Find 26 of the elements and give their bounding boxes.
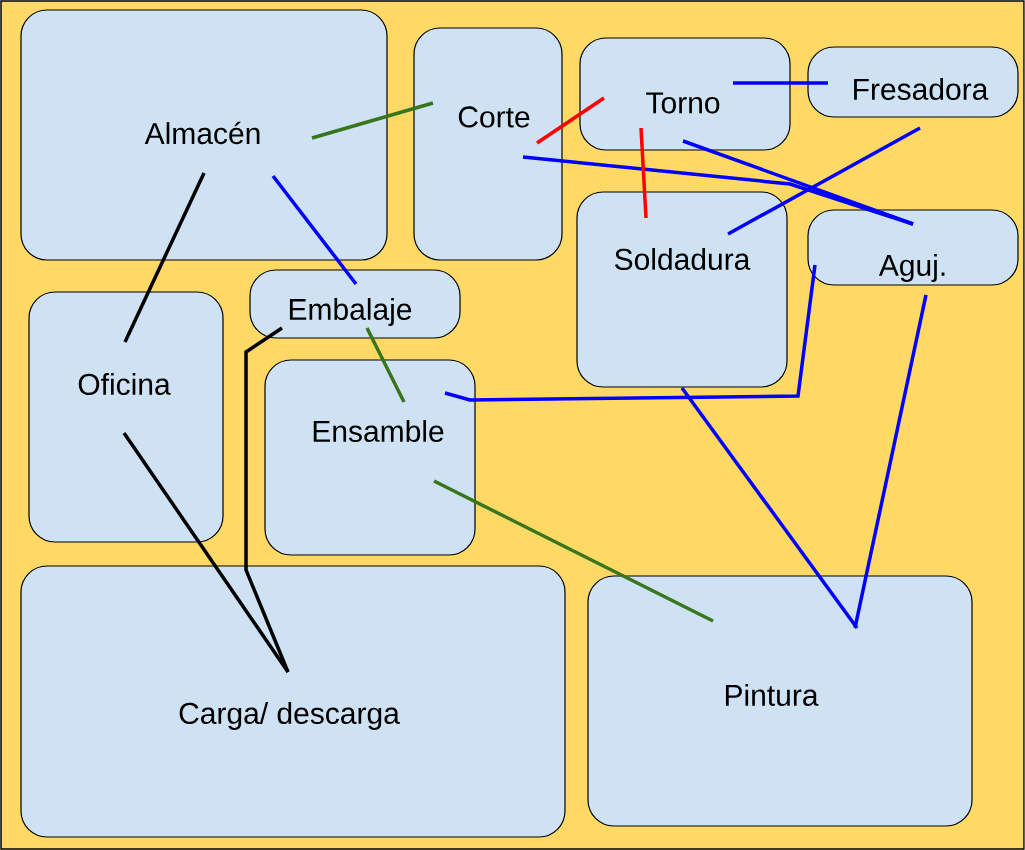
area-box: Fresadora: [807, 46, 1019, 118]
connection-line: [680, 386, 859, 630]
connection-line: [733, 81, 828, 85]
connection-line: [123, 172, 206, 343]
connection-line: [727, 126, 921, 236]
area-box: Pintura: [587, 575, 973, 827]
connection-line: [682, 139, 914, 226]
connection-line: [271, 174, 358, 286]
area-box: Ensamble: [264, 359, 476, 556]
area-box: Embalaje: [249, 269, 461, 339]
area-box: Soldadura: [576, 191, 788, 388]
connection-line: [311, 101, 434, 140]
area-box: Oficina: [28, 291, 224, 543]
area-box: Carga/ descarga: [20, 565, 566, 838]
area-box: Torno: [579, 37, 791, 151]
connection-line: [365, 327, 406, 403]
connection-line: [444, 264, 817, 402]
connection-line: [639, 127, 648, 219]
connection-line: [536, 96, 605, 145]
area-box: Almacén: [20, 9, 388, 261]
connection-line: [433, 479, 714, 623]
connection-line: [853, 294, 928, 629]
area-box: Aguj.: [807, 209, 1019, 286]
connection-line: [244, 326, 290, 673]
area-box: Corte: [413, 27, 563, 261]
connection-line: [122, 432, 290, 673]
